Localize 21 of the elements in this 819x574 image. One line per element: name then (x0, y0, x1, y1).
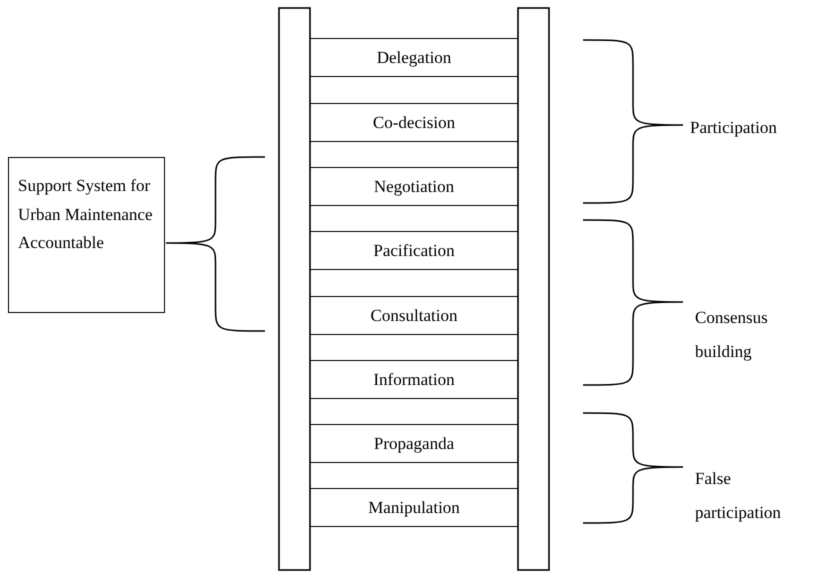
rung-label: Manipulation (368, 498, 460, 518)
rung-label: Delegation (376, 48, 452, 68)
ladder-rung (310, 360, 518, 399)
group-label: Participation (690, 117, 778, 139)
ladder-rung (310, 167, 518, 206)
group-label: False participation (695, 468, 782, 524)
rung-label: Pacification (373, 240, 455, 260)
ladder-rung (310, 488, 518, 527)
rung-label: Consultation (370, 306, 458, 326)
rung-label: Propaganda (374, 434, 454, 454)
box-text: Support System for Urban Maintenance Accountable (18, 176, 153, 252)
ladder-rung (310, 424, 518, 463)
text-box (8, 157, 165, 313)
rung-label: Information (373, 370, 455, 390)
ladder-rung (310, 296, 518, 335)
ladder-rung (310, 103, 518, 142)
ladder-rung (310, 231, 518, 270)
rung-label: Negotiation (374, 176, 454, 196)
rung-label: Co-decision (372, 112, 456, 132)
ladder-rung (310, 38, 518, 77)
group-label: Consensus building (695, 307, 769, 363)
